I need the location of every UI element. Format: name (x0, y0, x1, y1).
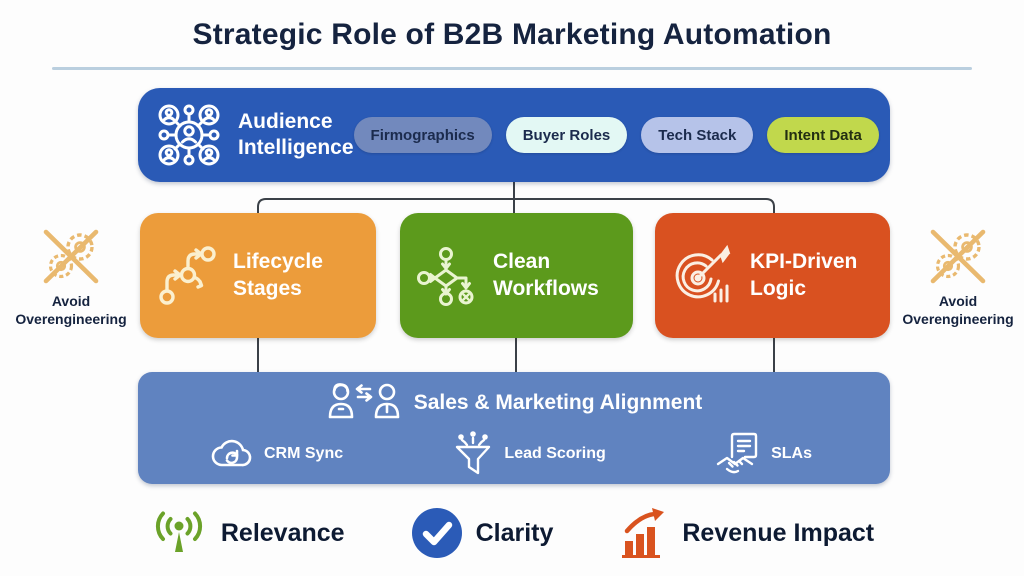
lead-scoring-item: Lead Scoring (452, 431, 606, 477)
page-title: Strategic Role of B2B Marketing Automati… (192, 18, 832, 51)
pill-intent-data[interactable]: Intent Data (767, 117, 879, 153)
crossed-gears-icon (38, 226, 104, 288)
check-circle-icon (411, 507, 463, 559)
pill-firmographics[interactable]: Firmographics (353, 117, 492, 153)
title-divider (52, 67, 972, 70)
lifecycle-stages-box: Lifecycle Stages (140, 213, 376, 338)
clarity-label: Clarity (475, 518, 554, 547)
network-people-icon (152, 98, 226, 172)
audience-intelligence-label: Audience Intelligence (238, 109, 354, 159)
relevance-item: Relevance (150, 507, 345, 559)
lead-scoring-label: Lead Scoring (504, 445, 606, 462)
pill-tech-stack[interactable]: Tech Stack (641, 117, 754, 153)
kpi-driven-logic-box: KPI-Driven Logic (655, 213, 890, 338)
audience-intelligence-box: Audience Intelligence Firmographics Buye… (138, 88, 890, 182)
footer-values-row: Relevance Clarity Revenue Impact (0, 503, 1024, 563)
document-handshake-icon (715, 431, 761, 477)
slas-item: SLAs (715, 431, 812, 477)
audience-pill-group: Firmographics Buyer Roles Tech Stack Int… (353, 117, 879, 153)
crossed-gears-icon (925, 226, 991, 288)
clarity-item: Clarity (411, 507, 554, 559)
cloud-sync-icon (210, 435, 254, 473)
target-dart-icon (671, 243, 737, 309)
avoid-overengineering-left: Avoid Overengineering (7, 226, 135, 328)
crm-sync-label: CRM Sync (264, 445, 344, 462)
people-exchange-icon (326, 381, 402, 425)
pill-buyer-roles[interactable]: Buyer Roles (505, 117, 628, 153)
broadcast-icon (150, 507, 208, 559)
alignment-items-row: CRM Sync Lead Scoring (138, 429, 890, 477)
revenue-impact-item: Revenue Impact (619, 507, 874, 559)
revenue-impact-label: Revenue Impact (682, 518, 875, 547)
kpi-driven-logic-label: KPI-Driven Logic (750, 250, 858, 300)
avoid-overengineering-label: Avoid Overengineering (15, 293, 127, 328)
sales-marketing-alignment-box: Sales & Marketing Alignment CRM Sync (138, 372, 890, 484)
crm-sync-item: CRM Sync (210, 435, 343, 473)
clean-workflows-label: Clean Workflows (493, 250, 599, 300)
funnel-icon (452, 431, 494, 477)
alignment-title: Sales & Marketing Alignment (413, 391, 703, 414)
workflow-icon (416, 244, 480, 308)
growth-arrow-icon (619, 507, 669, 559)
avoid-overengineering-right: Avoid Overengineering (894, 226, 1022, 328)
slas-label: SLAs (771, 445, 812, 462)
alignment-header: Sales & Marketing Alignment (326, 381, 703, 425)
relevance-label: Relevance (220, 518, 345, 547)
avoid-overengineering-label: Avoid Overengineering (902, 293, 1014, 328)
lifecycle-stages-icon (156, 244, 220, 308)
lifecycle-stages-label: Lifecycle Stages (233, 250, 323, 300)
clean-workflows-box: Clean Workflows (400, 213, 633, 338)
